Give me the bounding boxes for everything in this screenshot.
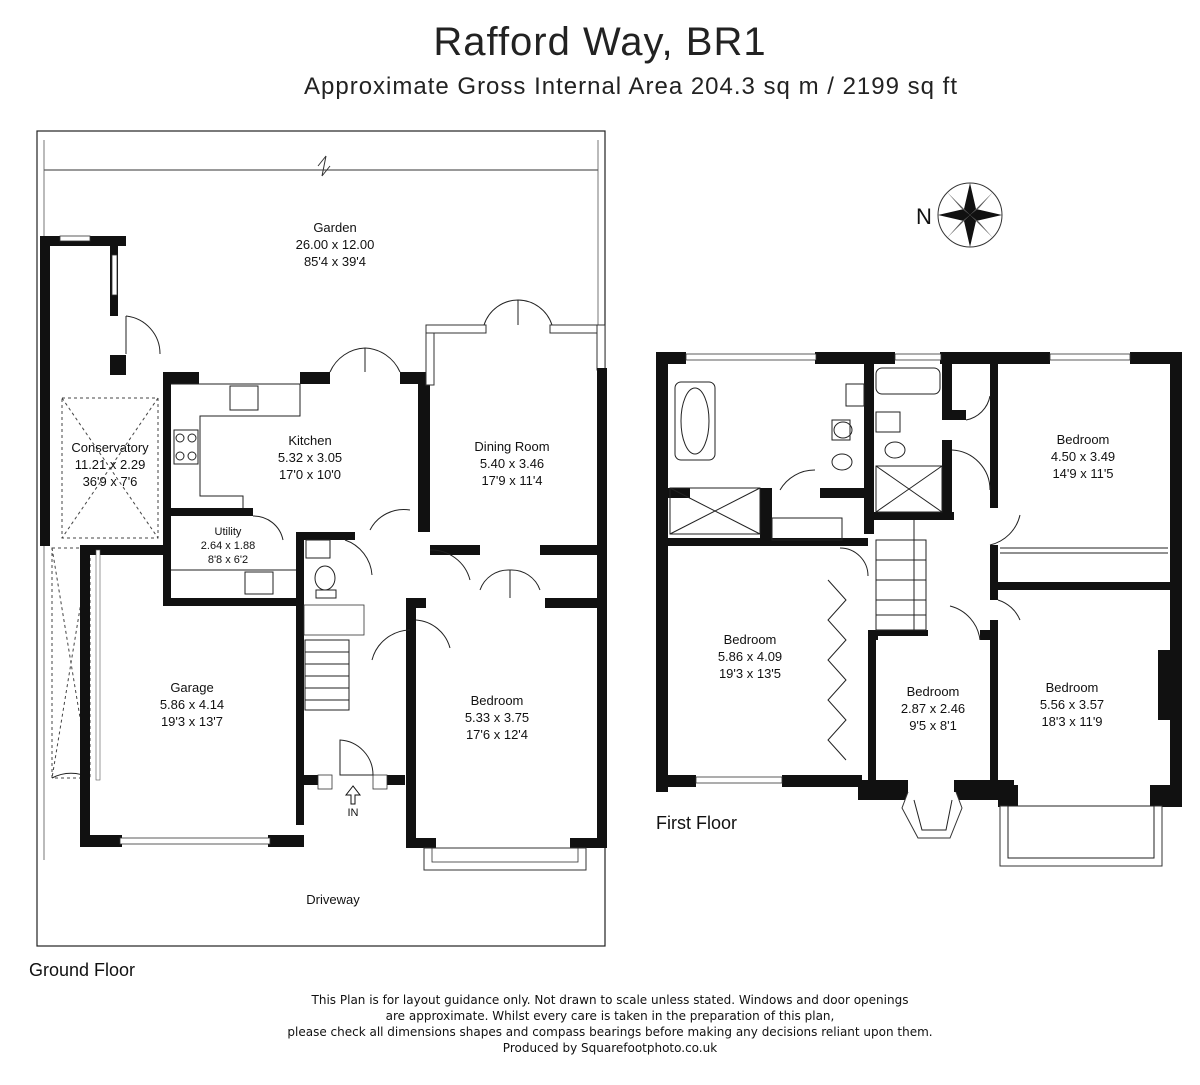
ground-floor-fixtures: IN [171, 299, 553, 819]
garden-imperial: 85'4 x 39'4 [304, 254, 366, 269]
bedroom-ff-mid-metric: 2.87 x 2.46 [901, 701, 965, 716]
bedroom-ff-mid-name: Bedroom [907, 684, 960, 699]
room-conservatory: Conservatory 11.21 x 2.29 36'9 x 7'6 [71, 440, 149, 489]
conservatory-name: Conservatory [71, 440, 149, 455]
room-kitchen: Kitchen 5.32 x 3.05 17'0 x 10'0 [278, 433, 342, 482]
conservatory-walls [40, 235, 161, 779]
first-floor-fixtures [669, 367, 1168, 761]
bedroom-ff-mid-imperial: 9'5 x 8'1 [909, 718, 957, 733]
bedroom-ff-rt-name: Bedroom [1057, 432, 1110, 447]
room-garden: Garden 26.00 x 12.00 85'4 x 39'4 [296, 220, 375, 269]
plan-subtitle: Approximate Gross Internal Area 204.3 sq… [304, 73, 958, 100]
dining-imperial: 17'9 x 11'4 [481, 473, 542, 488]
bedroom-ff-rb-metric: 5.56 x 3.57 [1040, 697, 1104, 712]
disclaimer-line-4: Produced by Squarefootphoto.co.uk [502, 1041, 718, 1055]
utility-metric: 2.64 x 1.88 [201, 540, 255, 552]
bedroom-ground-metric: 5.33 x 3.75 [465, 710, 529, 725]
bedroom-ff-left-name: Bedroom [724, 632, 777, 647]
disclaimer-line-2: are approximate. Whilst every care is ta… [385, 1009, 835, 1023]
plan-title: Rafford Way, BR1 [433, 20, 767, 64]
driveway-label: Driveway [306, 892, 360, 907]
garden-metric: 26.00 x 12.00 [296, 237, 375, 252]
ground-floor-walls [80, 324, 607, 871]
kitchen-metric: 5.32 x 3.05 [278, 450, 342, 465]
bedroom-ff-rb-imperial: 18'3 x 11'9 [1041, 714, 1102, 729]
room-utility: Utility 2.64 x 1.88 8'8 x 6'2 [201, 526, 255, 566]
bedroom-ff-rt-imperial: 14'9 x 11'5 [1052, 466, 1113, 481]
dining-name: Dining Room [474, 439, 549, 454]
utility-name: Utility [215, 526, 242, 538]
compass-rose-icon: N [916, 182, 1003, 248]
kitchen-imperial: 17'0 x 10'0 [279, 467, 341, 482]
ground-floor-label: Ground Floor [29, 960, 136, 980]
disclaimer-line-1: This Plan is for layout guidance only. N… [311, 993, 909, 1007]
room-bedroom-first-right-bottom: Bedroom 5.56 x 3.57 18'3 x 11'9 [1040, 680, 1104, 729]
bedroom-ff-left-imperial: 19'3 x 13'5 [719, 666, 781, 681]
utility-imperial: 8'8 x 6'2 [208, 554, 248, 566]
garden-name: Garden [313, 220, 356, 235]
room-dining: Dining Room 5.40 x 3.46 17'9 x 11'4 [474, 439, 549, 488]
disclaimer-line-3: please check all dimensions shapes and c… [287, 1025, 933, 1039]
room-bedroom-first-mid: Bedroom 2.87 x 2.46 9'5 x 8'1 [901, 684, 965, 733]
disclaimer: This Plan is for layout guidance only. N… [0, 992, 1200, 1056]
bedroom-ff-rt-metric: 4.50 x 3.49 [1051, 449, 1115, 464]
kitchen-name: Kitchen [288, 433, 331, 448]
room-bedroom-ground: Bedroom 5.33 x 3.75 17'6 x 12'4 [465, 693, 529, 742]
bedroom-ground-imperial: 17'6 x 12'4 [466, 727, 528, 742]
first-floor-label: First Floor [656, 813, 737, 833]
compass-north-label: N [916, 204, 932, 229]
garage-metric: 5.86 x 4.14 [160, 697, 224, 712]
bedroom-ff-rb-name: Bedroom [1046, 680, 1099, 695]
room-bedroom-first-left: Bedroom 5.86 x 4.09 19'3 x 13'5 [718, 632, 782, 681]
bedroom-ground-name: Bedroom [471, 693, 524, 708]
first-floor-walls [656, 352, 1182, 867]
conservatory-imperial: 36'9 x 7'6 [83, 474, 138, 489]
bedroom-ff-left-metric: 5.86 x 4.09 [718, 649, 782, 664]
conservatory-metric: 11.21 x 2.29 [75, 457, 146, 472]
dining-metric: 5.40 x 3.46 [480, 456, 544, 471]
room-bedroom-first-right-top: Bedroom 4.50 x 3.49 14'9 x 11'5 [1051, 432, 1115, 481]
garage-name: Garage [170, 680, 213, 695]
room-garage: Garage 5.86 x 4.14 19'3 x 13'7 [160, 680, 224, 729]
entrance-label: IN [348, 807, 359, 819]
garage-imperial: 19'3 x 13'7 [161, 714, 223, 729]
